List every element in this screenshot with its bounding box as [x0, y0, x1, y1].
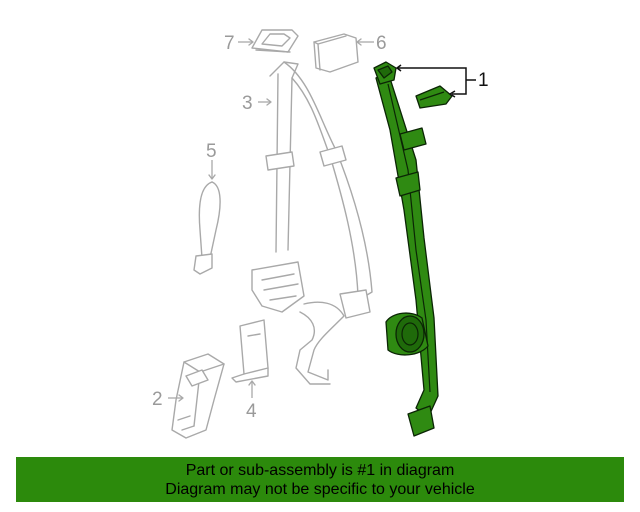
- part-4-bracket: [231, 319, 269, 383]
- part-2-buckle: [171, 353, 225, 439]
- parts-diagram: 7 6 3 5 4: [152, 29, 489, 439]
- banner-line-2: Diagram may not be specific to your vehi…: [165, 481, 475, 498]
- part-7-guide: [251, 29, 299, 53]
- callout-2: 2: [152, 389, 163, 410]
- callout-4: 4: [246, 401, 257, 422]
- callout-6: 6: [376, 33, 387, 54]
- part-1-seat-belt-highlighted: [373, 61, 453, 437]
- part-info-banner: Part or sub-assembly is #1 in diagram Di…: [16, 457, 624, 502]
- banner-line-1: Part or sub-assembly is #1 in diagram: [185, 462, 455, 479]
- part-5-cable: [193, 181, 221, 275]
- callout-3: 3: [242, 93, 253, 114]
- callout-5: 5: [206, 141, 217, 162]
- callout-7: 7: [224, 33, 235, 54]
- callout-1: 1: [478, 70, 489, 91]
- part-6-cover: [313, 33, 359, 73]
- part-3-belt-assembly: [251, 61, 373, 385]
